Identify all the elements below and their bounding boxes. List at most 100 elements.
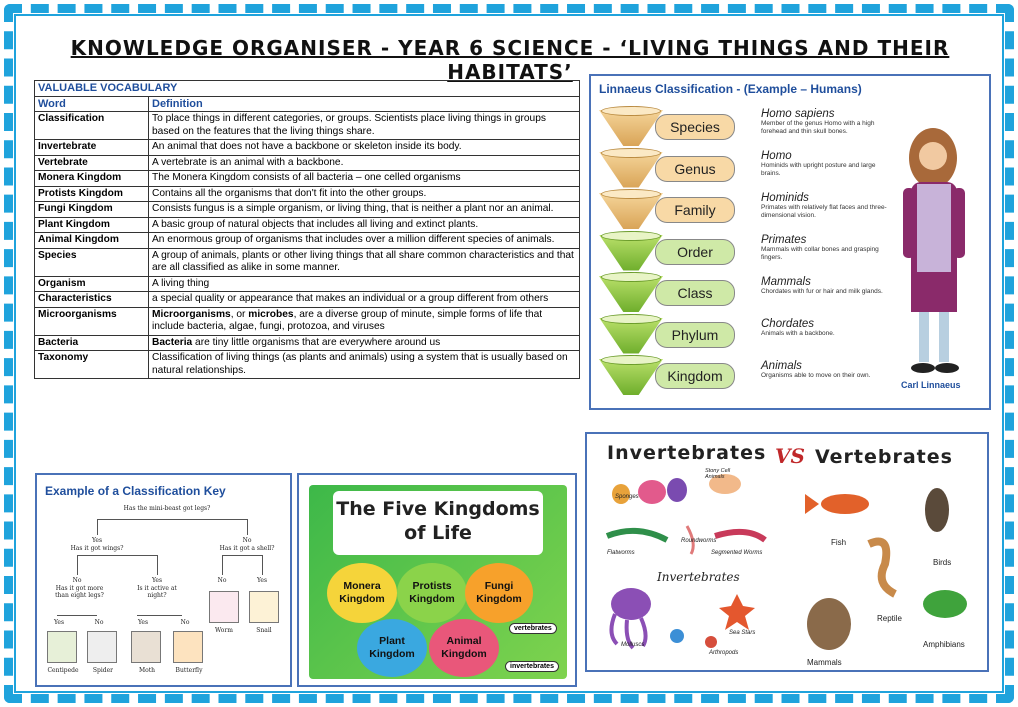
key-branch: [77, 555, 78, 575]
animal-label-moth: Moth: [138, 667, 156, 674]
key-answer-no: No: [242, 537, 252, 544]
classification-level-class: Class: [655, 280, 735, 306]
rank-description: Organisms able to move on their own.: [761, 372, 871, 379]
rank-name: Animals: [761, 360, 802, 372]
invertebrates-center-label: Invertebrates: [657, 570, 740, 584]
vocab-definition: Classification of living things (as plan…: [148, 350, 580, 379]
spider-image: [87, 631, 117, 663]
vocab-word: Invertebrate: [34, 139, 149, 156]
kingdoms-title-card: The Five Kingdoms of Life: [333, 491, 543, 555]
vocab-definition: A vertebrate is an animal with a backbon…: [148, 154, 580, 171]
classification-level-family: Family: [655, 197, 735, 223]
key-branch: [157, 555, 158, 575]
funnel-rim: [601, 106, 661, 116]
key-answer-no: No: [72, 577, 82, 584]
vocab-definition: Bacteria are tiny little organisms that …: [148, 334, 580, 351]
classification-level-phylum: Phylum: [655, 321, 735, 348]
vocab-definition: An animal that does not have a backbone …: [148, 139, 580, 156]
rank-description: Hominids with upright posture and large …: [761, 162, 876, 177]
rank-name: Homo: [761, 150, 792, 162]
invertebrates-heading: Invertebrates: [607, 442, 767, 464]
funnel-level: Phylum: [599, 312, 739, 354]
inv-label-sea-stars: Sea Stars: [729, 630, 756, 636]
vocab-word: Organism: [34, 275, 149, 292]
vocab-bold-term: microbes: [248, 308, 294, 320]
key-question-night: Is it active at night?: [137, 585, 177, 599]
page-title: KNOWLEDGE ORGANISER - YEAR 6 SCIENCE - ‘…: [70, 36, 950, 84]
inv-label-stony-cell: Stony Cell Animals: [705, 468, 731, 480]
column-header-word: Word: [34, 95, 149, 112]
key-answer-no: No: [217, 577, 227, 584]
vertebrates-tag: vertebrates: [509, 623, 557, 634]
key-branch: [247, 519, 248, 535]
funnel-rim: [601, 147, 661, 158]
vocab-definition: a special quality or appearance that mak…: [148, 291, 580, 308]
vert-label-birds: Birds: [933, 558, 952, 567]
rank-name: Primates: [761, 234, 807, 246]
inv-label-segmented-worms: Segmented Worms: [711, 550, 763, 556]
carl-linnaeus-figure: [903, 128, 965, 373]
rank-name: Homo sapiens: [761, 108, 835, 120]
vocab-word: Plant Kingdom: [34, 216, 149, 233]
fungi-kingdom-circle: Fungi Kingdom: [465, 563, 533, 623]
key-answer-yes: Yes: [91, 537, 103, 544]
kingdoms-title-line2: of Life: [404, 522, 472, 544]
vocab-definition: A group of animals, plants or other livi…: [148, 247, 580, 277]
kingdoms-title-line1: The Five Kingdoms: [336, 498, 540, 520]
worm-image: [209, 591, 239, 623]
key-branch: [97, 519, 247, 520]
key-branch: [77, 555, 157, 556]
inv-label-sponges: Sponges: [615, 494, 639, 500]
key-answer-yes: Yes: [53, 619, 65, 626]
inv-label-flatworms: Flatworms: [607, 550, 635, 556]
funnel-level: Genus: [599, 146, 739, 188]
funnel-level: Family: [599, 187, 739, 229]
moth-image: [131, 631, 161, 663]
rank-description: Mammals with collar bones and grasping f…: [761, 246, 879, 261]
vertebrate-illustrations: [805, 488, 967, 650]
vocab-word: Monera Kingdom: [34, 170, 149, 187]
column-header-definition: Definition: [148, 95, 580, 112]
vocab-word: Characteristics: [34, 291, 149, 308]
classification-level-genus: Genus: [655, 155, 735, 182]
monera-kingdom-circle: Monera Kingdom: [327, 563, 397, 623]
vocab-bold-term: Bacteria: [152, 336, 193, 348]
vocab-text: are tiny little organisms that are every…: [192, 336, 441, 348]
invertebrates-tag: invertebrates: [505, 661, 559, 672]
centipede-image: [47, 631, 77, 663]
invertebrate-illustrations: [605, 474, 767, 650]
vocab-word: Classification: [34, 111, 149, 140]
key-answer-yes: Yes: [256, 577, 268, 584]
vertebrates-heading: Vertebrates: [815, 446, 953, 468]
animal-label-butterfly: Butterfly: [175, 667, 203, 674]
vocab-word: Taxonomy: [34, 350, 149, 379]
funnel-rim: [601, 230, 661, 241]
key-answer-yes: Yes: [137, 619, 149, 626]
linnaeus-caption: Carl Linnaeus: [901, 380, 961, 390]
inv-label-molluscs: Molluscs: [621, 642, 645, 648]
rank-name: Chordates: [761, 318, 815, 330]
animal-kingdom-circle: Animal Kingdom: [429, 619, 499, 677]
vocab-bold-term: Microorganisms: [152, 308, 231, 320]
page-border: [4, 4, 1014, 703]
key-question-legs: Has it got more than eight legs?: [55, 585, 104, 599]
animal-label-centipede: Centipede: [47, 667, 79, 674]
vocabulary-table: VALUABLE VOCABULARY Word Definition Clas…: [34, 80, 580, 379]
funnel-level: Class: [599, 270, 739, 312]
rank-description: Member of the genus Homo with a high for…: [761, 120, 875, 135]
key-branch: [137, 615, 182, 616]
vert-label-mammals: Mammals: [807, 658, 842, 667]
